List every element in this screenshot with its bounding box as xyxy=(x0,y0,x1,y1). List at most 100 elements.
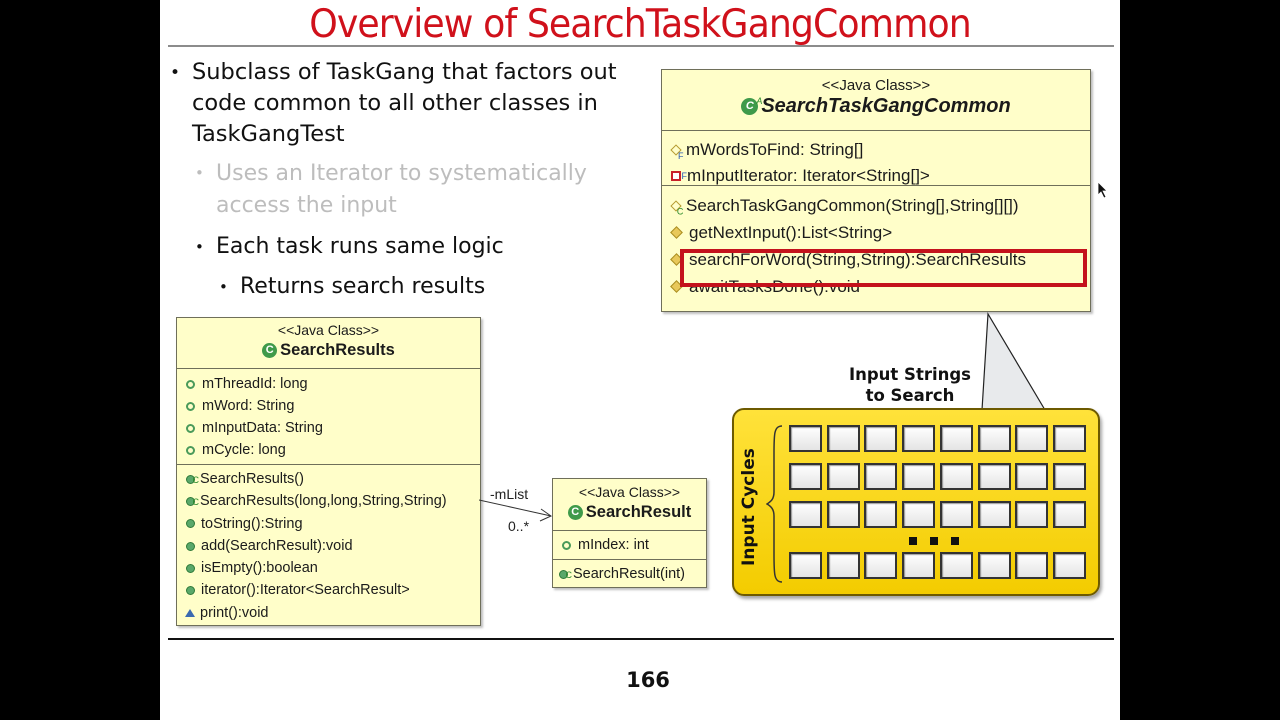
method-text: SearchResults() xyxy=(200,471,304,487)
ellipsis-dot xyxy=(930,537,938,545)
arrowhead-icon xyxy=(539,508,553,522)
field-text: mIndex: int xyxy=(578,537,649,553)
fields-section: mThreadId: long mWord: String mInputData… xyxy=(177,369,480,465)
field-icon xyxy=(562,540,571,550)
input-string-cell xyxy=(1052,552,1086,579)
method-row: add(SearchResult):void xyxy=(183,535,480,557)
bullet-4: Returns search results xyxy=(240,271,485,303)
input-string-cell xyxy=(1052,463,1086,490)
association-line xyxy=(479,499,552,517)
uml-class-search-results: <<Java Class>> C SearchResults mThreadId… xyxy=(176,317,481,626)
input-string-cell xyxy=(789,425,822,452)
input-string-cell xyxy=(1015,425,1049,452)
ellipsis-dot xyxy=(909,537,917,545)
input-string-cell xyxy=(864,501,898,528)
bullet-1-line-3: TaskGangTest xyxy=(192,121,345,147)
stereotype-label: <<Java Class>> xyxy=(578,484,681,500)
field-row: mThreadId: long xyxy=(183,373,480,395)
method-row: print():void xyxy=(183,602,480,624)
bullet-2-line-2: access the input xyxy=(216,193,397,218)
input-string-cell xyxy=(977,501,1011,528)
bullet-1-line-1: Subclass of TaskGang that factors out xyxy=(192,59,617,85)
bullet-marker: • xyxy=(195,164,204,182)
class-name: SearchResult xyxy=(585,503,692,521)
method-text: isEmpty():boolean xyxy=(201,560,318,577)
constructor-icon: C xyxy=(559,569,572,580)
class-name-row: C SearchResult xyxy=(553,501,706,523)
package-method-icon xyxy=(185,608,195,617)
bullet-3: Each task runs same logic xyxy=(216,231,504,263)
footer-divider xyxy=(168,638,1114,640)
input-string-cell xyxy=(902,425,936,452)
input-string-cell xyxy=(826,501,860,528)
method-row-highlighted: searchForWord(String,String):SearchResul… xyxy=(668,246,1090,273)
field-text: mThreadId: long xyxy=(202,376,308,392)
public-method-icon xyxy=(186,586,195,596)
class-icon: C xyxy=(567,504,583,520)
input-string-cell xyxy=(902,501,936,528)
input-string-cell xyxy=(939,425,973,452)
input-string-cell xyxy=(826,425,860,452)
bullet-marker: • xyxy=(170,63,181,83)
uml-class-header: <<Java Class>> C SearchResults xyxy=(177,318,480,369)
field-row: mIndex: int xyxy=(559,534,706,556)
method-text: SearchResult(int) xyxy=(573,566,686,582)
input-string-cell xyxy=(1052,501,1086,528)
field-icon xyxy=(186,423,195,433)
stereotype-label: <<Java Class>> xyxy=(821,77,931,94)
constructor-icon: C xyxy=(670,199,683,216)
private-final-field-icon: F xyxy=(671,171,687,181)
field-row: mInputData: String xyxy=(183,417,480,439)
field-icon xyxy=(186,445,195,455)
fields-section: F mWordsToFind: String[] F mInputIterato… xyxy=(662,131,1090,186)
method-row: isEmpty():boolean xyxy=(183,557,480,579)
method-text: add(SearchResult):void xyxy=(201,537,353,554)
bullet-4-line-1: Returns search results xyxy=(240,274,486,299)
method-text: iterator():Iterator<SearchResult> xyxy=(201,582,410,599)
method-text: searchForWord(String,String):SearchResul… xyxy=(689,250,1026,269)
fields-section: mIndex: int xyxy=(553,531,706,560)
bullet-3-line-1: Each task runs same logic xyxy=(216,234,504,259)
method-text: getNextInput():List<String> xyxy=(689,223,893,242)
method-row: getNextInput():List<String> xyxy=(668,219,1090,246)
public-method-icon xyxy=(186,541,195,551)
slide-title: Overview of SearchTaskGangCommon xyxy=(309,2,972,47)
callout-label-line-1: Input Strings xyxy=(848,365,972,384)
slide: Overview of SearchTaskGangCommon • Subcl… xyxy=(160,0,1120,720)
bullet-1: Subclass of TaskGang that factors out co… xyxy=(192,57,617,150)
method-text: print():void xyxy=(200,604,269,621)
callout-wedge-shape xyxy=(981,312,1047,411)
input-string-cell xyxy=(902,552,936,579)
methods-section: C SearchTaskGangCommon(String[],String[]… xyxy=(662,186,1090,302)
input-string-cell xyxy=(789,463,822,490)
page-number: 166 xyxy=(626,668,670,692)
input-string-cell xyxy=(1015,552,1049,579)
bullet-1-line-2: code common to all other classes in xyxy=(192,90,598,116)
constructor-icon: C xyxy=(186,496,199,507)
field-icon xyxy=(186,401,195,411)
association-arrow xyxy=(479,499,553,522)
field-text: mInputIterator: Iterator<String[]> xyxy=(687,166,930,185)
input-string-cell xyxy=(1052,425,1086,452)
public-method-icon xyxy=(186,519,195,529)
input-string-cell xyxy=(1015,501,1049,528)
class-name: SearchTaskGangCommon xyxy=(761,95,1011,117)
input-string-cell xyxy=(826,463,860,490)
uml-class-search-result: <<Java Class>> C SearchResult mIndex: in… xyxy=(552,478,707,588)
method-row: iterator():Iterator<SearchResult> xyxy=(183,579,480,601)
input-cycles-panel: Input Cycles xyxy=(732,408,1100,596)
input-string-cell xyxy=(789,501,822,528)
field-text: mCycle: long xyxy=(202,442,286,458)
field-text: mWord: String xyxy=(202,398,295,414)
field-row: mCycle: long xyxy=(183,439,480,461)
input-string-cell xyxy=(939,463,973,490)
field-text: mInputData: String xyxy=(202,420,323,436)
uml-class-header: <<Java Class>> C SearchResult xyxy=(553,479,706,531)
field-row: F mInputIterator: Iterator<String[]> xyxy=(668,163,1090,189)
